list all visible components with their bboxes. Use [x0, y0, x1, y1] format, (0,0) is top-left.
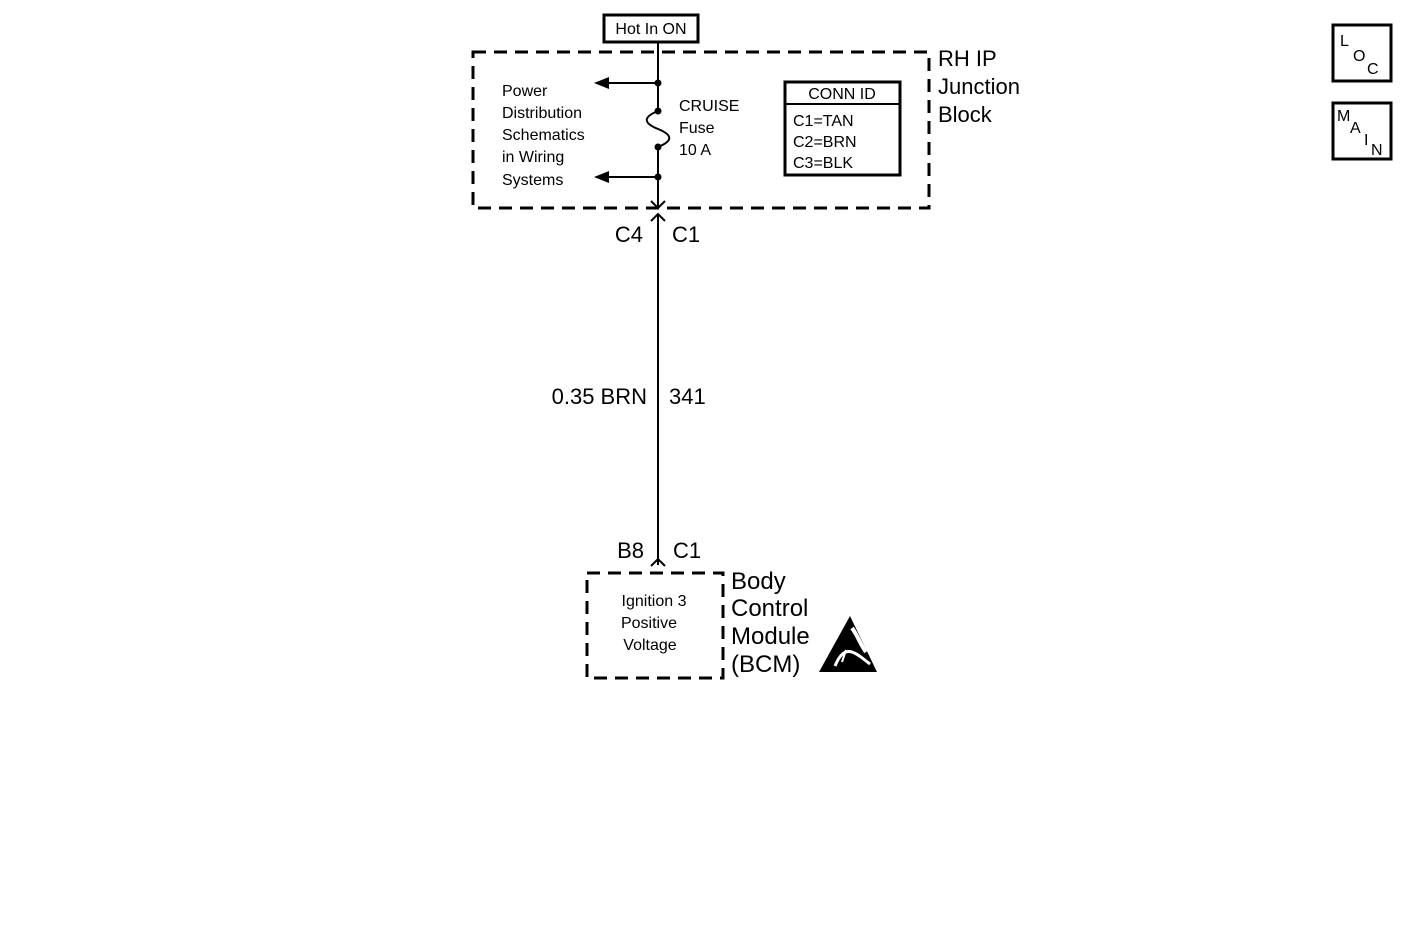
bcm-connector-id: C1	[673, 538, 701, 563]
bcm-pin: B8	[617, 538, 644, 563]
junction-block-name-line: Junction	[938, 74, 1020, 99]
connector-id-table: CONN ID C1=TAN C2=BRN C3=BLK	[783, 80, 902, 177]
junction-block-boundary	[471, 50, 931, 210]
main-index-letter: M	[1337, 108, 1350, 125]
main-index-button-frame	[1331, 101, 1393, 161]
wire-spec: 0.35 BRN	[552, 384, 647, 409]
bcm-name-line: Control	[731, 595, 808, 622]
esd-sensitive-icon	[819, 616, 877, 672]
location-view-button[interactable]: L O C	[1331, 23, 1393, 83]
circuit-number: 341	[669, 384, 706, 409]
reference-line: Schematics	[502, 127, 585, 144]
main-index-letter: A	[1350, 120, 1361, 137]
fuse-circuit	[594, 42, 671, 207]
bcm-name: Body Control Module (BCM)	[731, 568, 810, 678]
fuse-label: CRUISE Fuse 10 A	[679, 98, 739, 159]
bcm-function-line: Positive	[621, 615, 677, 632]
arrow-left-icon	[594, 77, 609, 89]
bcm-function-line: Voltage	[623, 637, 676, 654]
location-view-button-frame	[1331, 23, 1393, 83]
junction-block-name-line: RH IP	[938, 46, 997, 71]
circuit-wire: 0.35 BRN 341	[552, 214, 706, 565]
junction-block-name-line: Block	[938, 102, 993, 127]
main-index-letter: I	[1364, 132, 1368, 149]
connector-id-entry: C3=BLK	[793, 155, 853, 172]
connector-id-entry: C2=BRN	[793, 134, 857, 151]
bcm-name-line: (BCM)	[731, 651, 800, 678]
bcm-function: Ignition 3 Positive Voltage	[621, 593, 687, 654]
fuse-icon	[645, 110, 671, 148]
reference-line: Distribution	[502, 105, 582, 122]
connector-id-title: CONN ID	[808, 86, 876, 103]
junction-block-connector-id: C1	[672, 222, 700, 247]
location-view-letter: L	[1340, 33, 1349, 50]
fuse-label-line: 10 A	[679, 142, 711, 159]
bcm-name-line: Body	[731, 568, 786, 595]
location-view-letter: C	[1367, 61, 1379, 78]
reference-line: in Wiring	[502, 149, 564, 166]
power-mode-box	[602, 13, 700, 44]
bcm-function-line: Ignition 3	[622, 593, 687, 610]
bcm-boundary	[585, 571, 725, 680]
reference-line: Systems	[502, 172, 563, 189]
connector-female-terminal-icon	[650, 557, 666, 567]
connector-id-box	[783, 80, 902, 177]
power-distribution-reference: Power Distribution Schematics in Wiring …	[502, 83, 585, 189]
power-mode-text: Hot In ON	[615, 21, 686, 38]
junction-block-pin: C4	[615, 222, 643, 247]
junction-block-name: RH IP Junction Block	[938, 46, 1020, 127]
bcm-name-line: Module	[731, 623, 810, 650]
main-index-button[interactable]: M A I N	[1331, 101, 1393, 161]
connector-id-entry: C1=TAN	[793, 113, 854, 130]
fuse-label-line: Fuse	[679, 120, 715, 137]
power-mode-label: Hot In ON	[602, 13, 700, 44]
main-index-letter: N	[1371, 142, 1383, 159]
reference-line: Power	[502, 83, 548, 100]
fuse-label-line: CRUISE	[679, 98, 739, 115]
location-view-letter: O	[1353, 48, 1365, 65]
bcm-connector: B8 C1	[617, 538, 701, 567]
arrow-left-icon	[594, 171, 609, 183]
connector-male-terminal-icon	[650, 200, 666, 210]
